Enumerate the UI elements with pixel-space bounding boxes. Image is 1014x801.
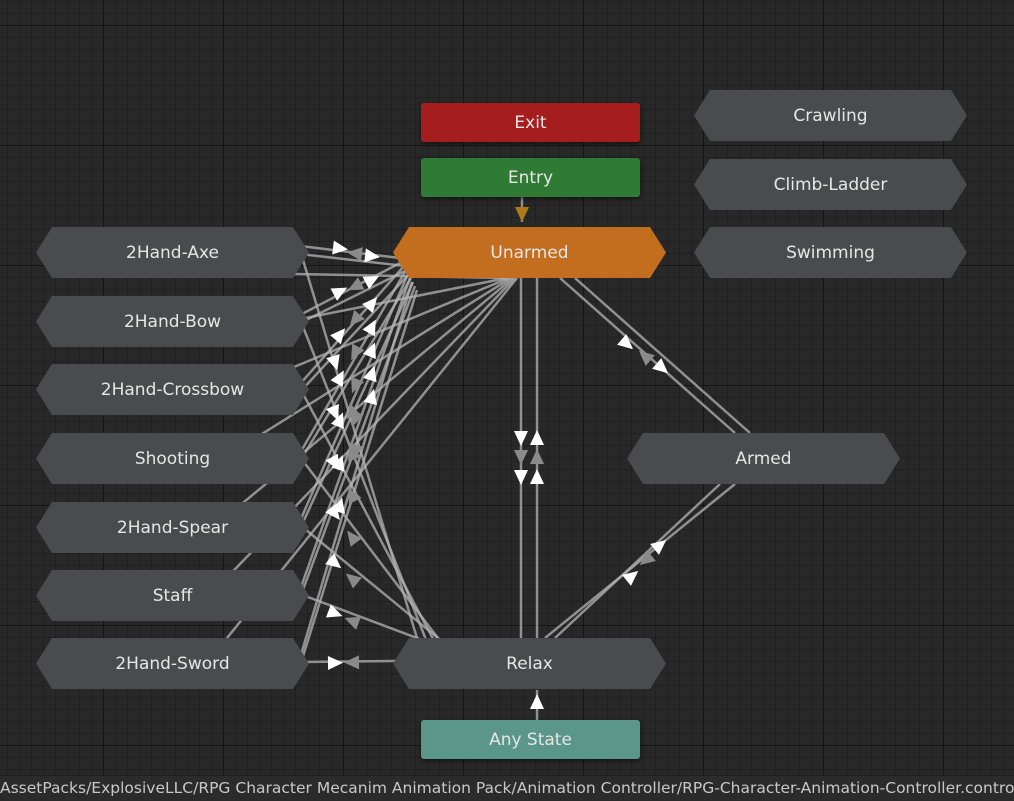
entry-node[interactable]: Entry bbox=[421, 158, 640, 197]
transition-arrow bbox=[350, 443, 364, 460]
state-2hand-bow[interactable]: 2Hand-Bow bbox=[36, 296, 309, 347]
state-staff[interactable]: Staff bbox=[36, 570, 309, 621]
transition-arrow bbox=[325, 553, 342, 569]
any-state-node[interactable]: Any State bbox=[421, 720, 640, 759]
transition-arrow bbox=[331, 497, 345, 514]
transition-arrow bbox=[345, 573, 362, 589]
transition-arrow bbox=[344, 616, 362, 630]
state-climb-ladder[interactable]: Climb-Ladder bbox=[694, 159, 967, 210]
transition-links bbox=[189, 197, 751, 720]
transition-arrow bbox=[325, 404, 339, 421]
transition-unarmed-to-weapon[interactable] bbox=[299, 252, 406, 268]
transition-arrow bbox=[514, 431, 528, 446]
transition-arrow bbox=[326, 354, 340, 371]
transition-arrow bbox=[652, 358, 669, 374]
transition-weapon-to-relax[interactable] bbox=[298, 387, 442, 653]
state-shooting[interactable]: Shooting bbox=[36, 433, 309, 484]
transition-arrow bbox=[363, 388, 377, 406]
transition-arrow bbox=[327, 655, 343, 670]
transition-arrow bbox=[351, 343, 365, 361]
transition-arrow bbox=[351, 376, 365, 394]
transition-arrow bbox=[349, 309, 365, 326]
transition-arrow bbox=[330, 328, 346, 345]
transition-arrow bbox=[330, 287, 348, 301]
transition-arrow bbox=[348, 487, 362, 505]
transition-weapon-to-unarmed[interactable] bbox=[298, 281, 414, 659]
exit-node[interactable]: Exit bbox=[421, 103, 640, 142]
transition-arrow bbox=[362, 342, 376, 360]
state-unarmed[interactable]: Unarmed bbox=[393, 227, 666, 278]
transition-arrow bbox=[514, 470, 528, 485]
transition-unarmed-to-weapon[interactable] bbox=[299, 273, 410, 393]
transition-arrow bbox=[347, 530, 362, 547]
transition-arrow bbox=[639, 550, 656, 566]
transition-arrow bbox=[363, 365, 377, 383]
transition-arrow bbox=[515, 207, 529, 222]
state-2hand-axe[interactable]: 2Hand-Axe bbox=[36, 227, 309, 278]
asset-path-status-bar: AssetPacks/ExplosiveLLC/RPG Character Me… bbox=[0, 775, 1014, 801]
transition-arrow bbox=[514, 450, 528, 465]
transition-arrow bbox=[330, 412, 344, 429]
transition-arrow bbox=[530, 469, 544, 484]
transition-arrow bbox=[530, 449, 544, 464]
transition-arrow bbox=[622, 570, 639, 586]
transition-unarmed-to-weapon[interactable] bbox=[298, 289, 419, 667]
transition-weapon-to-unarmed[interactable] bbox=[298, 273, 410, 522]
state-2hand-sword[interactable]: 2Hand-Sword bbox=[36, 638, 309, 689]
transition-graph bbox=[189, 197, 751, 720]
transition-arrow bbox=[331, 455, 345, 472]
transition-arrow bbox=[650, 539, 667, 555]
state-relax[interactable]: Relax bbox=[393, 638, 666, 689]
transition-arrow bbox=[347, 247, 363, 262]
state-swimming[interactable]: Swimming bbox=[694, 227, 967, 278]
transition-arrow bbox=[344, 655, 360, 670]
transition-weapon-to-relax[interactable] bbox=[299, 456, 451, 655]
state-2hand-crossbow[interactable]: 2Hand-Crossbow bbox=[36, 364, 309, 415]
transition-unarmed-to-weapon[interactable] bbox=[299, 268, 408, 325]
transition-weapon-to-relax[interactable] bbox=[299, 524, 461, 657]
transition-weapon-to-unarmed[interactable] bbox=[299, 265, 405, 385]
transition-arrow bbox=[330, 370, 344, 387]
transition-arrow bbox=[325, 604, 343, 618]
transition-arrows bbox=[325, 207, 669, 709]
transition-weapon-to-unarmed[interactable] bbox=[298, 277, 412, 591]
transition-armed-to-unarmed[interactable] bbox=[574, 277, 751, 434]
transition-arrow bbox=[364, 248, 380, 263]
state-armed[interactable]: Armed bbox=[627, 433, 900, 484]
transition-armed-to-relax[interactable] bbox=[544, 483, 736, 639]
transition-arrow bbox=[617, 334, 634, 350]
transition-arrow bbox=[362, 319, 376, 337]
transition-arrow bbox=[332, 240, 348, 255]
transition-arrow bbox=[350, 410, 364, 427]
transition-relax-to-armed[interactable] bbox=[554, 483, 721, 639]
transition-arrow bbox=[638, 350, 655, 366]
transition-arrow bbox=[530, 430, 544, 445]
state-2hand-spear[interactable]: 2Hand-Spear bbox=[36, 502, 309, 553]
transition-arrow bbox=[362, 297, 378, 314]
transition-arrow bbox=[530, 694, 544, 709]
transition-arrow bbox=[362, 275, 380, 290]
transition-arrow bbox=[347, 277, 365, 291]
state-crawling[interactable]: Crawling bbox=[694, 90, 967, 141]
